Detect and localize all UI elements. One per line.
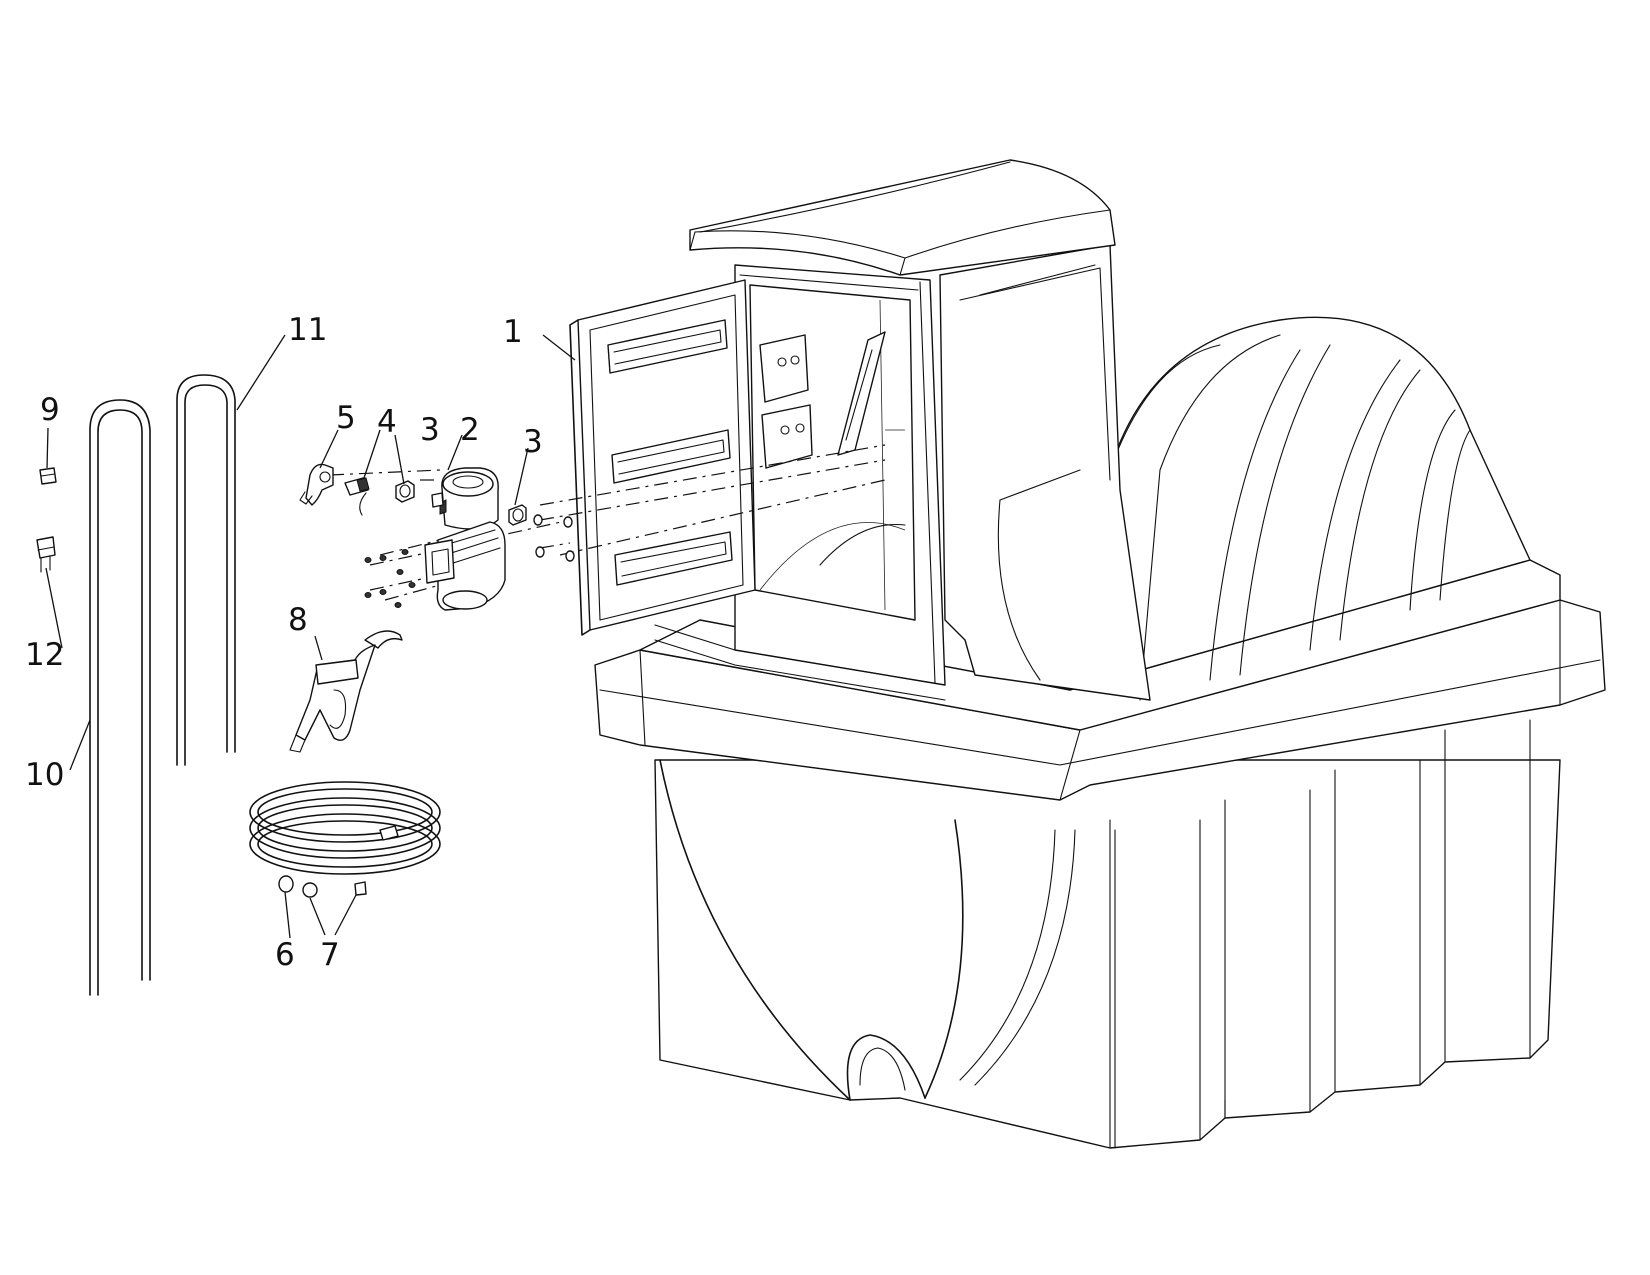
callout-11: 11 <box>288 312 327 348</box>
assembly-axis-lines <box>329 444 886 601</box>
callout-3a: 3 <box>420 412 440 448</box>
suction-pipes <box>89 374 236 996</box>
callout-5: 5 <box>336 400 356 436</box>
pump-assembly <box>299 463 575 611</box>
leader-lines <box>45 334 576 939</box>
small-fittings <box>36 467 57 573</box>
fuel-nozzle <box>289 630 403 753</box>
callout-labels: 1 2 3 3 4 5 6 7 8 9 10 11 12 <box>25 312 543 973</box>
callout-7: 7 <box>320 937 340 973</box>
callout-3b: 3 <box>523 424 543 460</box>
callout-12: 12 <box>25 637 64 673</box>
cabinet-door <box>569 279 756 636</box>
cabinet-interior <box>759 331 886 469</box>
callout-8: 8 <box>288 602 308 638</box>
callout-1: 1 <box>503 314 523 350</box>
callout-6: 6 <box>275 937 295 973</box>
callout-9: 9 <box>40 392 60 428</box>
tank-body <box>654 719 1561 1149</box>
hose-coil <box>249 781 441 898</box>
callout-4: 4 <box>377 404 397 440</box>
callout-2: 2 <box>460 412 480 448</box>
callout-10: 10 <box>25 757 64 793</box>
tank-dome <box>1069 316 1531 701</box>
